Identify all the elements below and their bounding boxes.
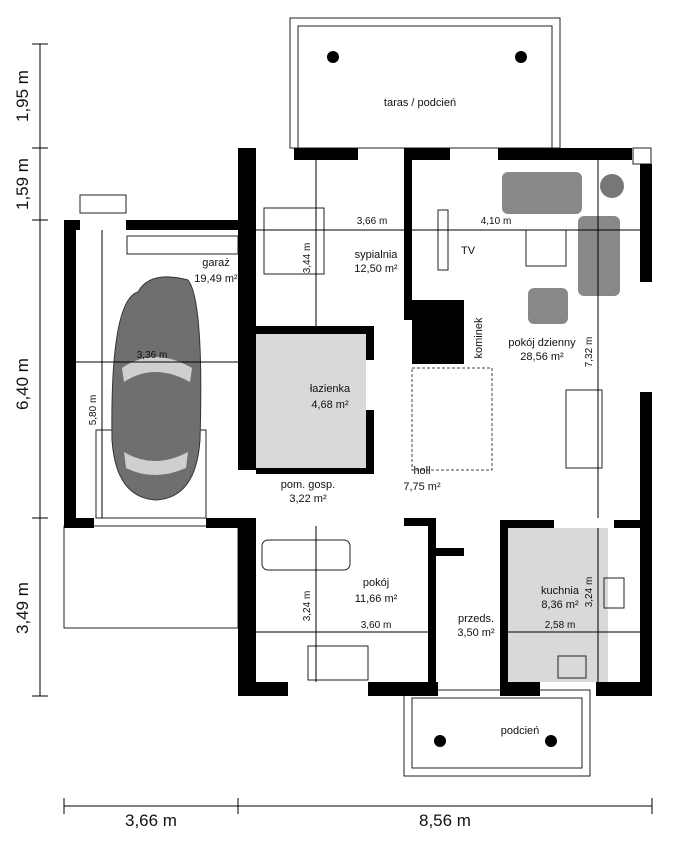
room-area-utility: 3,22 m² [289, 493, 327, 505]
dimension-lines [32, 43, 653, 814]
outer-dim-left: 6,40 m [13, 358, 32, 410]
room-area-garage: 19,49 m² [194, 273, 238, 285]
room-name-porch: podcień [501, 725, 540, 737]
dim-label: 3,60 m [361, 620, 392, 631]
outer-dim-left: 1,59 m [13, 158, 32, 210]
room-labels: taras / podcień sypialnia 12,50 m² garaż… [194, 97, 580, 737]
outer-dimension-labels: 3,66 m 8,56 m 1,95 m 1,59 m 6,40 m 3,49 … [13, 70, 471, 830]
room-area-kitchen: 8,36 m² [541, 599, 579, 611]
bathtub-icon [261, 539, 351, 571]
dim-label: 3,36 m [137, 350, 168, 361]
desk-icon [307, 645, 369, 681]
room-area-living: 28,56 m² [520, 351, 564, 363]
plant-icon [600, 174, 624, 198]
car-icon [111, 276, 202, 501]
tv-label: TV [461, 245, 476, 257]
dim-label: 3,44 m [302, 243, 313, 274]
room-name-terrace: taras / podcień [384, 97, 456, 109]
room-area-hall: 7,75 m² [403, 481, 441, 493]
room-area-entry: 3,50 m² [457, 627, 495, 639]
dim-label: 3,66 m [357, 216, 388, 227]
room-name-kitchen: kuchnia [541, 585, 580, 597]
room-name-bathroom: łazienka [310, 383, 351, 395]
column-icon [434, 735, 446, 747]
column-icon [545, 735, 557, 747]
walls [64, 148, 652, 696]
fireplace-label: kominek [473, 317, 485, 358]
dim-label: 5,80 m [88, 395, 99, 426]
bed-icon [263, 207, 325, 275]
room-name-utility: pom. gosp. [281, 479, 335, 491]
interior-details [256, 51, 625, 747]
dim-label: 3,24 m [302, 591, 313, 622]
armchair-icon [528, 288, 568, 324]
stove-icon [557, 655, 587, 679]
coffee-table-icon [525, 229, 567, 267]
sofa-icon [578, 216, 620, 296]
room-name-living: pokój dzienny [508, 337, 576, 349]
dining-table-icon [565, 389, 603, 469]
room-name-garage: garaż [202, 257, 230, 269]
outer-dim-bottom: 8,56 m [419, 811, 471, 830]
dim-label: 2,58 m [545, 620, 576, 631]
room-name-bedroom: sypialnia [355, 249, 399, 261]
room-name-hall: holl [413, 465, 430, 477]
dim-label: 7,32 m [584, 337, 595, 368]
room-area-room: 11,66 m² [355, 593, 398, 605]
room-name-room: pokój [363, 577, 389, 589]
outer-dim-left: 1,95 m [13, 70, 32, 122]
inner-dimension-labels: 3,66 m 4,10 m 3,44 m 3,36 m 5,80 m 7,32 … [88, 216, 595, 631]
dim-label: 4,10 m [481, 216, 512, 227]
column-icon [327, 51, 339, 63]
room-area-bathroom: 4,68 m² [311, 399, 349, 411]
column-icon [515, 51, 527, 63]
outer-dim-bottom: 3,66 m [125, 811, 177, 830]
sink-icon [603, 577, 625, 609]
room-name-entry: przeds. [458, 613, 494, 625]
outer-dim-left: 3,49 m [13, 582, 32, 634]
room-area-bedroom: 12,50 m² [354, 263, 398, 275]
dim-label: 3,24 m [584, 577, 595, 608]
sofa-icon [502, 172, 582, 214]
